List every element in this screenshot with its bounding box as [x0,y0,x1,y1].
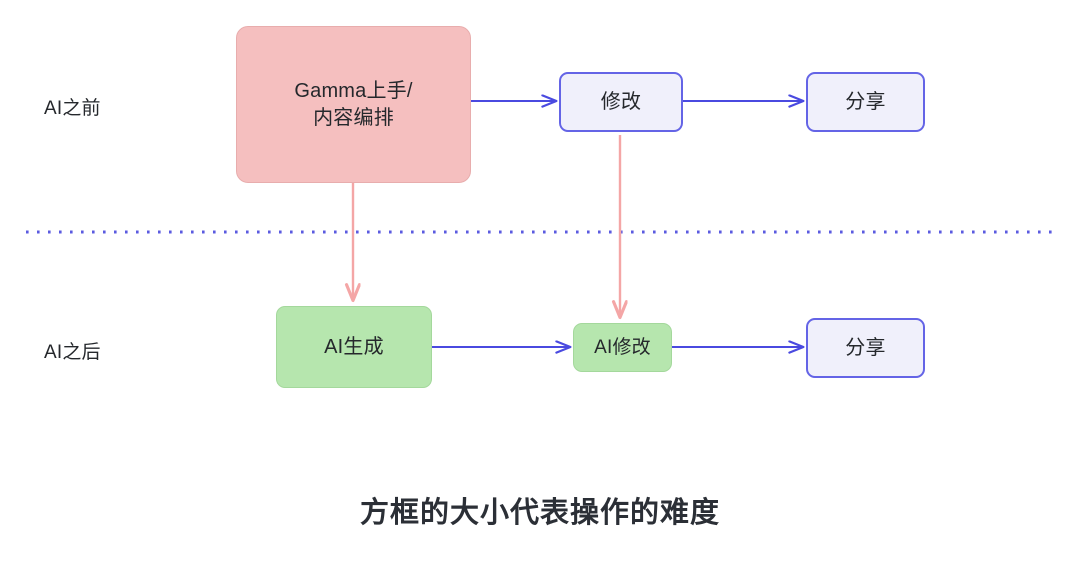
node-gamma-onboarding-line2: 内容编排 [313,106,394,129]
node-revise[interactable]: 修改 [559,72,683,132]
node-share-before[interactable]: 分享 [806,72,925,132]
node-ai-revise[interactable]: AI修改 [573,323,672,372]
row-label-before: AI之前 [44,98,101,119]
node-revise-label: 修改 [600,90,642,113]
node-share-before-label: 分享 [845,90,886,113]
diagram-caption: 方框的大小代表操作的难度 [359,497,720,529]
row-label-after: AI之后 [44,342,101,363]
node-gamma-onboarding-line1: Gamma上手/ [294,80,413,103]
node-share-after[interactable]: 分享 [806,318,925,378]
node-ai-generate-label: AI生成 [324,335,384,358]
node-share-after-label: 分享 [845,336,886,359]
node-ai-revise-label: AI修改 [594,336,651,358]
node-ai-generate[interactable]: AI生成 [276,306,432,388]
node-gamma-onboarding[interactable]: Gamma上手/ 内容编排 [236,26,471,183]
